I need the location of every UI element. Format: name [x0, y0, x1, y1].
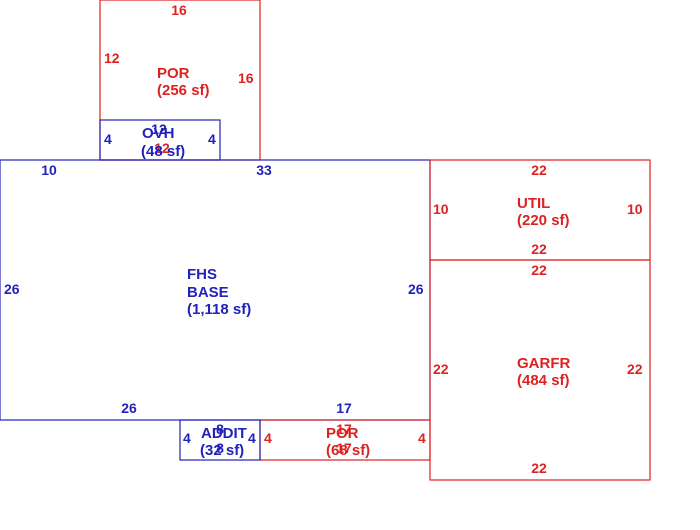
util-dim-left: 10	[433, 201, 449, 217]
room-outlines	[0, 0, 651, 481]
garfr-dim-top: 22	[531, 262, 547, 278]
garfr-area: 22 22 22 22 GARFR (484 sf)	[433, 262, 643, 476]
por-top-area: 16 12 16 POR (256 sf)	[104, 2, 254, 99]
por-bottom-dim-left: 4	[264, 430, 272, 446]
util-name: UTIL	[517, 195, 550, 212]
por-top-area-sf: (256 sf)	[157, 82, 210, 99]
util-area: 22 22 10 10 UTIL (220 sf)	[433, 162, 643, 257]
addit-dim-bottom: 8	[216, 440, 224, 456]
fhs-area-sf: (1,118 sf)	[187, 301, 251, 318]
por-bottom-area: 17 17 4 4 POR (68 sf)	[264, 421, 426, 459]
addit-dim-right: 4	[248, 430, 256, 446]
por-top-dim-left: 12	[104, 50, 120, 66]
fhs-dim-left: 26	[4, 281, 20, 297]
garfr-dim-bottom: 22	[531, 460, 547, 476]
addit-dim-left: 4	[183, 430, 191, 446]
garfr-dim-right: 22	[627, 361, 643, 377]
garfr-dim-left: 22	[433, 361, 449, 377]
util-area-sf: (220 sf)	[517, 212, 570, 229]
fhs-name: FHS	[187, 266, 217, 283]
ovh-dim-top: 12	[151, 121, 167, 137]
garfr-outline	[429, 259, 651, 481]
addit-area-sf: (32 sf)	[200, 442, 244, 459]
por-bottom-dim-bottom: 17	[336, 440, 352, 456]
garfr-name: GARFR	[517, 355, 570, 372]
util-dim-bottom: 22	[531, 241, 547, 257]
addit-name: ADDIT	[201, 425, 247, 442]
fhs-name-2: BASE	[187, 284, 229, 301]
fhs-dim-top-right: 33	[256, 162, 272, 178]
por-top-dim-right: 16	[238, 70, 254, 86]
util-dim-top: 22	[531, 162, 547, 178]
ovh-dim-right: 4	[208, 131, 216, 147]
por-bottom-area-sf: (68 sf)	[326, 442, 370, 459]
ovh-dim-left: 4	[104, 131, 112, 147]
por-top-dim-top: 16	[171, 2, 187, 18]
fhs-dim-bottom-left: 26	[121, 400, 137, 416]
fhs-base-area: 10 33 26 26 26 17 FHS BASE (1,118 sf)	[4, 162, 424, 416]
fhs-dim-top-left: 10	[41, 162, 57, 178]
garfr-area-sf: (484 sf)	[517, 372, 570, 389]
por-top-name: POR	[157, 65, 190, 82]
por-bottom-name: POR	[326, 425, 359, 442]
util-dim-right: 10	[627, 201, 643, 217]
ovh-dim-bottom: 12	[154, 140, 170, 156]
ovh-area: 12 12 4 4 OVH (48 sf)	[104, 121, 216, 160]
ovh-name: OVH	[142, 125, 175, 142]
por-bottom-dim-right: 4	[418, 430, 426, 446]
addit-dim-top: 8	[216, 421, 224, 437]
fhs-dim-bottom-right: 17	[336, 400, 352, 416]
ovh-area-sf: (48 sf)	[141, 143, 185, 160]
addit-outline	[179, 419, 261, 461]
por-bottom-dim-top: 17	[336, 421, 352, 437]
addit-area: 8 8 4 4 ADDIT (32 sf)	[183, 421, 256, 459]
fhs-dim-right: 26	[408, 281, 424, 297]
